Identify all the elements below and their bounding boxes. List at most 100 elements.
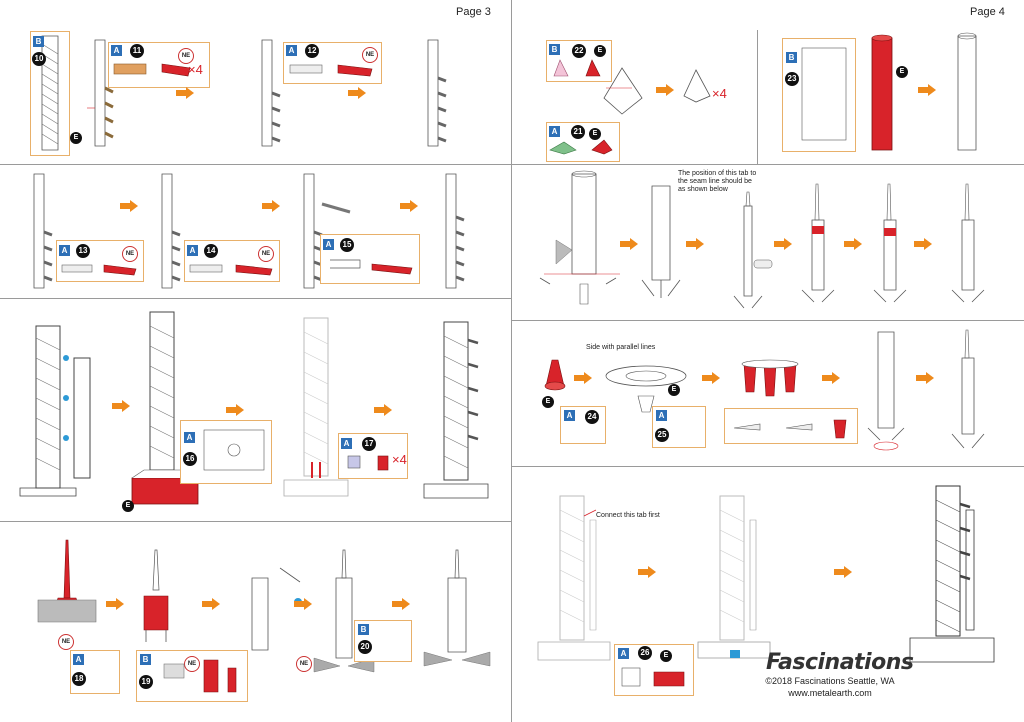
page-3-label: Page 3 <box>456 6 491 18</box>
row-divider <box>0 298 511 299</box>
tower-result-diagram <box>423 321 489 499</box>
fin-result-diagram <box>683 69 711 103</box>
ne-badge: NE <box>184 656 200 672</box>
step-number: 13 <box>76 244 90 258</box>
tower-ghost-diagram <box>537 495 611 661</box>
row-divider <box>512 164 1024 165</box>
brand-logo: Fascinations <box>766 650 914 675</box>
flat-part-diagram <box>113 63 147 75</box>
part-box-15 <box>320 234 420 284</box>
tower-column-diagram <box>303 173 351 289</box>
rocket-stage-diagram <box>801 183 835 303</box>
row-divider <box>0 164 511 165</box>
rocket-stage-result <box>423 549 491 667</box>
step-number: 10 <box>32 52 46 66</box>
e-badge: E <box>70 132 82 144</box>
tag-b: B <box>140 654 151 665</box>
tower-ghost-diagram <box>283 317 349 497</box>
cylinder-result-diagram <box>957 32 977 151</box>
ne-badge: NE <box>178 48 194 64</box>
rocket-seam-diagram <box>733 191 773 309</box>
step-number: 15 <box>340 238 354 252</box>
step-number: 25 <box>655 428 669 442</box>
tag-a: A <box>564 410 575 421</box>
tag-a: A <box>341 438 352 449</box>
seam-position-note: The position of this tab to the seam lin… <box>678 170 757 193</box>
clamp-part-diagram <box>347 455 389 471</box>
fin-assembly-diagram <box>603 67 643 115</box>
sheet-panel-diagram <box>801 47 847 141</box>
website-text: www.metalearth.com <box>788 688 872 698</box>
step-number: 14 <box>204 244 218 258</box>
tag-a: A <box>59 245 70 256</box>
row-divider <box>512 466 1024 467</box>
column-divider <box>757 30 758 164</box>
rocket-nozzle-assembly <box>867 331 905 451</box>
nozzle-part-diagram <box>544 359 566 391</box>
tag-a: A <box>618 648 629 659</box>
step-number: 12 <box>305 44 319 58</box>
rocket-tip-diagram <box>37 539 97 623</box>
step-number: 11 <box>130 44 144 58</box>
ne-badge: NE <box>122 246 138 262</box>
tag-a: A <box>187 245 198 256</box>
ne-badge: NE <box>258 246 274 262</box>
tag-a: A <box>323 239 334 250</box>
ne-badge: NE <box>296 656 312 672</box>
part-box-16 <box>180 420 272 484</box>
step-number: 20 <box>358 640 372 654</box>
rocket-with-fins-diagram <box>313 549 375 673</box>
tower-column-diagram <box>33 173 53 289</box>
rocket-complete-diagram <box>951 329 985 449</box>
e-badge: E <box>122 500 134 512</box>
step-number: 24 <box>585 410 599 424</box>
e-badge: E <box>660 650 672 662</box>
ne-badge: NE <box>58 634 74 650</box>
tag-a: A <box>111 45 122 56</box>
e-badge: E <box>542 396 554 408</box>
tower-column-result <box>445 173 465 289</box>
e-badge: E <box>589 128 601 140</box>
engine-plate-diagram <box>605 365 687 413</box>
step-number: 16 <box>183 452 197 466</box>
tag-a: A <box>73 654 84 665</box>
tower-column-diagram <box>161 173 181 289</box>
quantity-label: ×4 <box>392 452 407 467</box>
tower-rocket-diagram <box>697 495 771 659</box>
part-box-10 <box>30 31 70 156</box>
row-divider <box>0 521 511 522</box>
parallel-lines-note: Side with parallel lines <box>586 344 656 351</box>
connect-tab-note: Connect this tab first <box>596 512 660 519</box>
capsule-part-diagram <box>163 659 237 693</box>
base-box-diagram <box>621 667 685 687</box>
tower-column-diagram <box>87 39 114 147</box>
rocket-stage-diagram <box>873 183 907 303</box>
part-box-23 <box>782 38 856 152</box>
step-number: 23 <box>785 72 799 86</box>
center-divider <box>511 0 512 722</box>
e-badge: E <box>896 66 908 78</box>
folded-part-diagram <box>161 63 191 77</box>
quantity-label: ×4 <box>188 62 203 77</box>
tag-a: A <box>656 410 667 421</box>
page-4-label: Page 4 <box>970 6 1005 18</box>
engine-detail-diagram <box>733 419 847 439</box>
ne-badge: NE <box>362 47 378 63</box>
tower-column-diagram <box>261 39 281 147</box>
fin-part-diagram <box>549 139 613 155</box>
step-number: 22 <box>572 44 586 58</box>
tag-b: B <box>358 624 369 635</box>
base-panel-diagram <box>203 429 265 471</box>
step-number: 21 <box>571 125 585 139</box>
rocket-body-diagram <box>143 549 169 642</box>
rocket-assembly-diagram <box>251 567 302 651</box>
row-divider <box>512 320 1024 321</box>
engine-cluster-diagram <box>741 359 799 397</box>
flat-and-folded-part <box>289 64 373 77</box>
step-number: 18 <box>72 672 86 686</box>
step-number: 19 <box>139 675 153 689</box>
flat-and-folded-part <box>189 264 273 276</box>
rocket-result-diagram <box>951 183 985 303</box>
tag-a: A <box>286 45 297 56</box>
